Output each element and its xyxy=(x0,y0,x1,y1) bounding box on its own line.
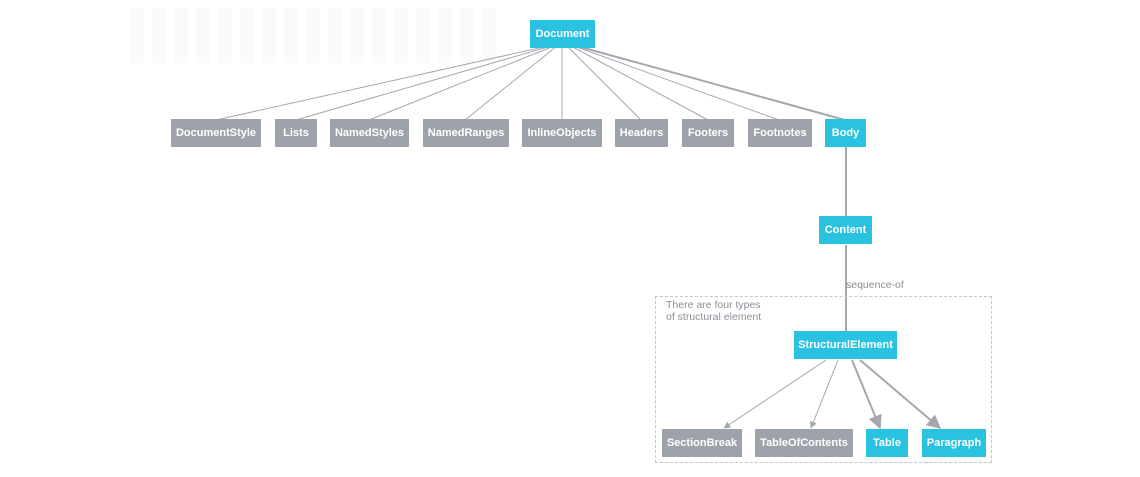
node-headers: Headers xyxy=(615,119,668,147)
group-caption-line2: of structural element xyxy=(666,311,762,323)
node-body: Body xyxy=(825,119,866,147)
edge-structural-sectionbreak xyxy=(723,359,827,429)
node-footers: Footers xyxy=(682,119,734,147)
edge-document-namedranges xyxy=(464,45,558,121)
node-table: Table xyxy=(866,429,908,457)
edge-document-namedstyles xyxy=(368,45,555,121)
edge-document-footers xyxy=(570,45,709,121)
edge-structural-paragraph xyxy=(859,359,942,429)
node-footnotes: Footnotes xyxy=(748,119,812,147)
group-caption-line1: There are four types xyxy=(666,299,761,311)
node-tableofcontents: TableOfContents xyxy=(755,429,853,457)
faded-background-graphic xyxy=(130,8,500,63)
edge-document-body xyxy=(576,45,846,121)
node-structuralelement: StructuralElement xyxy=(794,331,897,359)
node-namedranges: NamedRanges xyxy=(423,119,509,147)
edge-structural-table xyxy=(851,359,882,430)
node-document: Document xyxy=(530,20,595,48)
structural-element-group xyxy=(655,296,992,463)
group-caption: There are four types of structural eleme… xyxy=(666,299,761,323)
node-sectionbreak: SectionBreak xyxy=(662,429,742,457)
node-documentstyle: DocumentStyle xyxy=(171,119,261,147)
node-paragraph: Paragraph xyxy=(922,429,986,457)
edge-document-footnotes xyxy=(573,45,780,121)
node-content: Content xyxy=(819,216,872,244)
edge-label-sequence-of: sequence-of xyxy=(846,279,904,291)
node-inlineobjects: InlineObjects xyxy=(522,119,602,147)
edge-document-documentstyle xyxy=(215,45,549,121)
node-namedstyles: NamedStyles xyxy=(330,119,409,147)
edge-document-lists xyxy=(295,45,552,121)
edge-document-headers xyxy=(566,45,642,121)
node-lists: Lists xyxy=(275,119,317,147)
edge-structural-tableofcontents xyxy=(810,359,839,429)
